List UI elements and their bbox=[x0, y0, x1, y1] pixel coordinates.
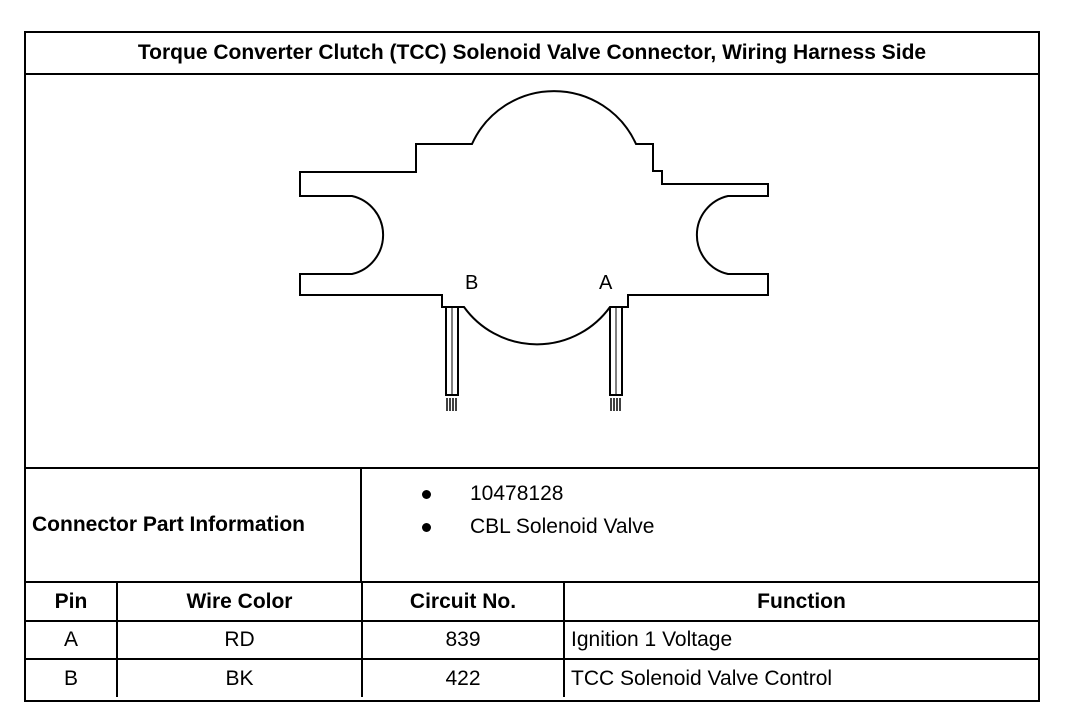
cell-function: Ignition 1 Voltage bbox=[563, 620, 1038, 660]
connector-info-list: 10478128 CBL Solenoid Valve bbox=[362, 469, 1038, 581]
pin-label-a: A bbox=[599, 272, 613, 294]
connector-body-outline bbox=[299, 90, 769, 346]
part-description: CBL Solenoid Valve bbox=[470, 515, 655, 538]
header-pin: Pin bbox=[26, 583, 118, 622]
connector-info-row: Connector Part Information 10478128 CBL … bbox=[26, 467, 1038, 583]
connector-drawing: B A bbox=[299, 90, 769, 411]
table-header-row: Pin Wire Color Circuit No. Function bbox=[26, 583, 1038, 622]
cell-wire-color: BK bbox=[116, 658, 363, 697]
part-number: 10478128 bbox=[470, 482, 564, 505]
cell-circuit-no: 839 bbox=[361, 620, 565, 660]
wire-a-strands bbox=[610, 398, 621, 411]
cell-function: TCC Solenoid Valve Control bbox=[563, 658, 1038, 697]
bullet-icon bbox=[422, 490, 431, 499]
bullet-icon bbox=[422, 523, 431, 532]
cell-circuit-no: 422 bbox=[361, 658, 565, 697]
connector-info-label: Connector Part Information bbox=[26, 469, 362, 581]
pin-table: Pin Wire Color Circuit No. Function A RD… bbox=[26, 583, 1038, 697]
document-title: Torque Converter Clutch (TCC) Solenoid V… bbox=[26, 33, 1038, 75]
connector-document: Torque Converter Clutch (TCC) Solenoid V… bbox=[24, 31, 1040, 702]
table-row: B BK 422 TCC Solenoid Valve Control bbox=[26, 658, 1038, 697]
wire-b-strands bbox=[446, 398, 457, 411]
cell-pin: A bbox=[26, 620, 118, 660]
header-wire-color: Wire Color bbox=[116, 583, 363, 622]
pin-label-b: B bbox=[465, 272, 478, 294]
cell-wire-color: RD bbox=[116, 620, 363, 660]
cell-pin: B bbox=[26, 658, 118, 697]
connector-diagram: B A bbox=[26, 75, 1038, 467]
header-circuit-no: Circuit No. bbox=[361, 583, 565, 622]
header-function: Function bbox=[563, 583, 1038, 622]
table-row: A RD 839 Ignition 1 Voltage bbox=[26, 620, 1038, 660]
